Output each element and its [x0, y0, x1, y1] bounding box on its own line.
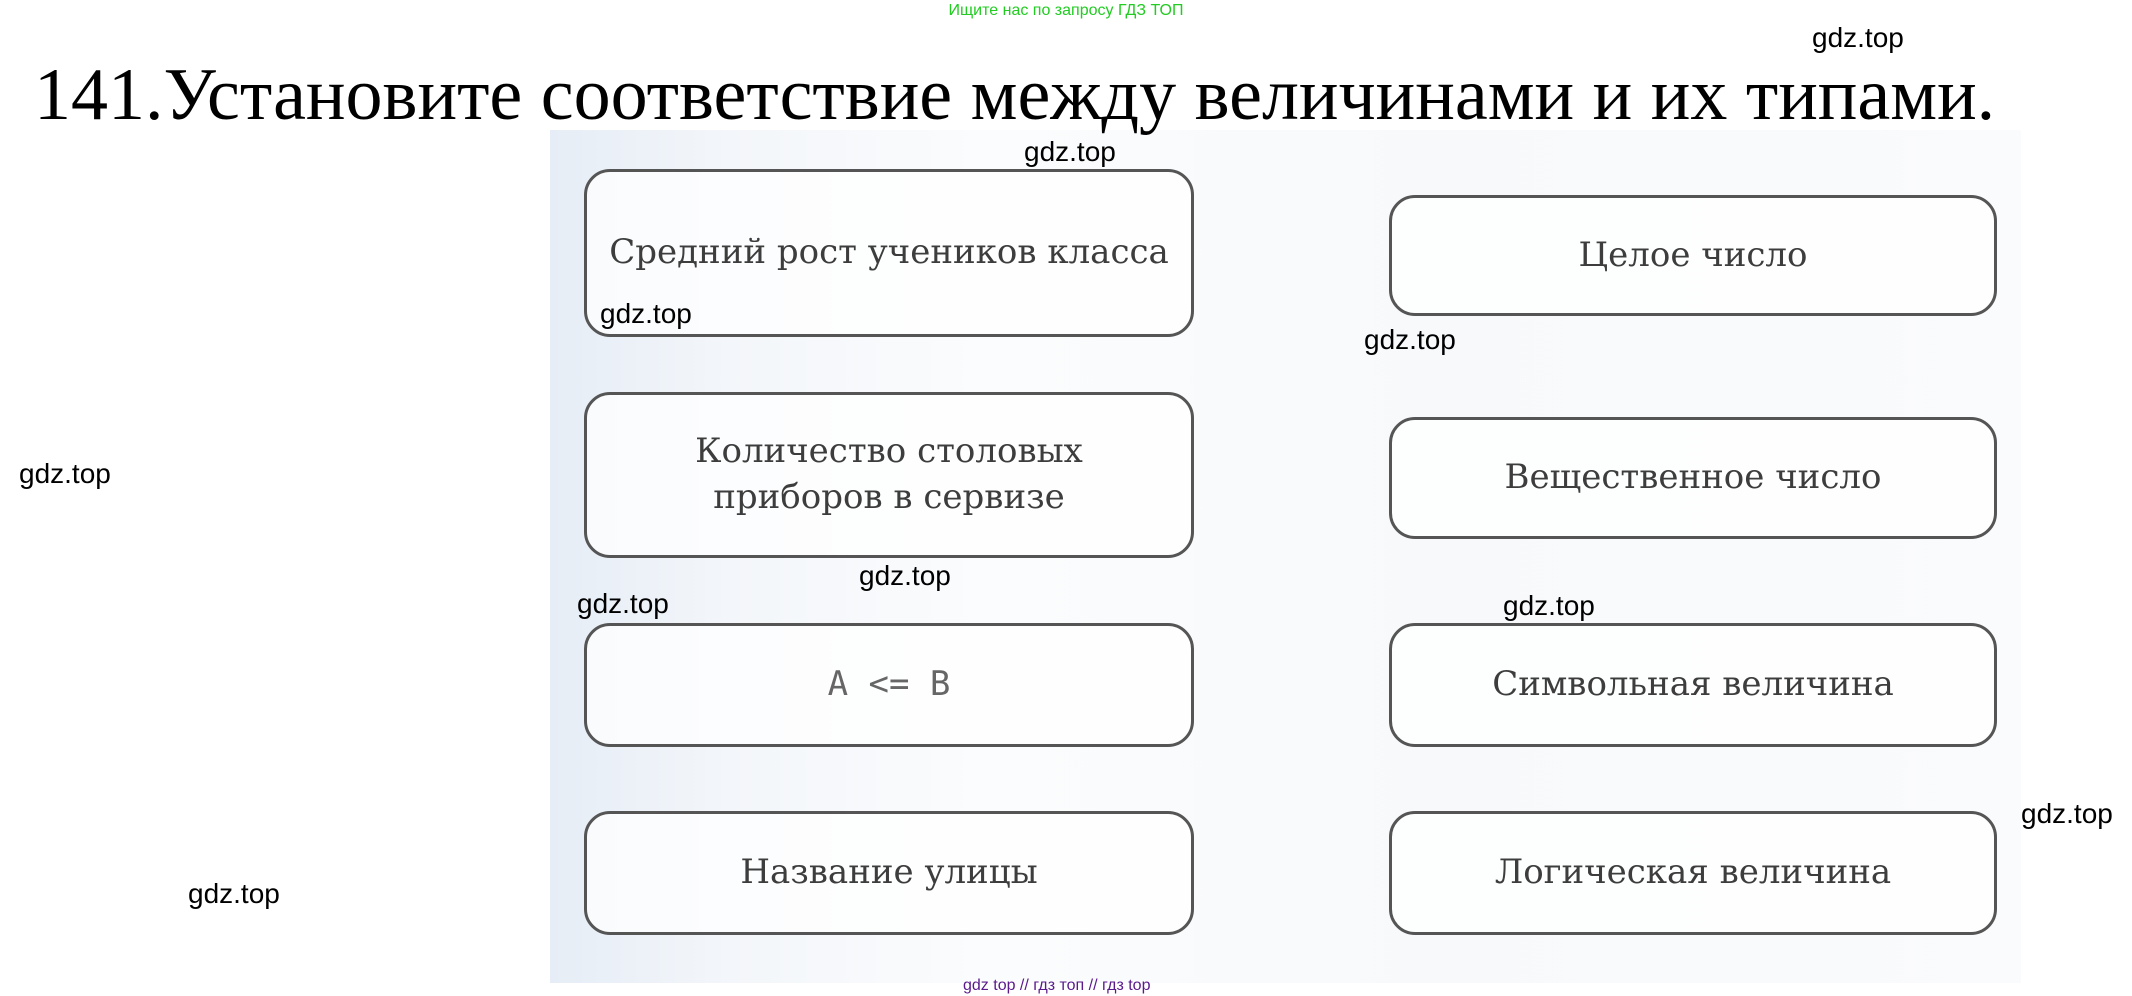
watermark: gdz.top — [1024, 136, 1116, 167]
left-item-1[interactable]: Средний рост учеников класса — [584, 169, 1194, 337]
item-text: Логическая величина — [1494, 852, 1892, 893]
left-item-4[interactable]: Название улицы — [584, 811, 1194, 935]
item-text: Название улицы — [740, 852, 1038, 893]
watermark: gdz.top — [19, 458, 111, 489]
item-text: Количество столовых приборов в сервизе — [695, 431, 1083, 517]
left-item-2[interactable]: Количество столовых приборов в сервизе — [584, 392, 1194, 558]
watermark: gdz.top — [577, 588, 669, 619]
task-title: 141.Установите соответствие между величи… — [34, 54, 1996, 136]
watermark: gdz.top — [1364, 324, 1456, 355]
left-item-3[interactable]: A <= B — [584, 623, 1194, 747]
watermark: gdz.top — [1812, 22, 1904, 53]
item-text: Средний рост учеников класса — [609, 232, 1169, 273]
watermark: gdz.top — [859, 560, 951, 591]
watermark: gdz.top — [1503, 590, 1595, 621]
watermark: gdz.top — [600, 298, 692, 329]
watermark: gdz.top — [188, 878, 280, 909]
right-item-3[interactable]: Символьная величина — [1389, 623, 1997, 747]
item-text: Целое число — [1578, 234, 1808, 275]
right-item-4[interactable]: Логическая величина — [1389, 811, 1997, 935]
item-text: A <= B — [827, 664, 951, 705]
right-item-1[interactable]: Целое число — [1389, 195, 1997, 316]
right-item-2[interactable]: Вещественное число — [1389, 417, 1997, 539]
footer-links[interactable]: gdz top // гдз топ // гдз top — [963, 977, 1151, 994]
watermark: gdz.top — [2021, 798, 2113, 829]
item-text: Вещественное число — [1504, 457, 1882, 498]
item-text: Символьная величина — [1492, 664, 1894, 705]
search-hint-link[interactable]: Ищите нас по запросу ГДЗ ТОП — [948, 2, 1184, 19]
